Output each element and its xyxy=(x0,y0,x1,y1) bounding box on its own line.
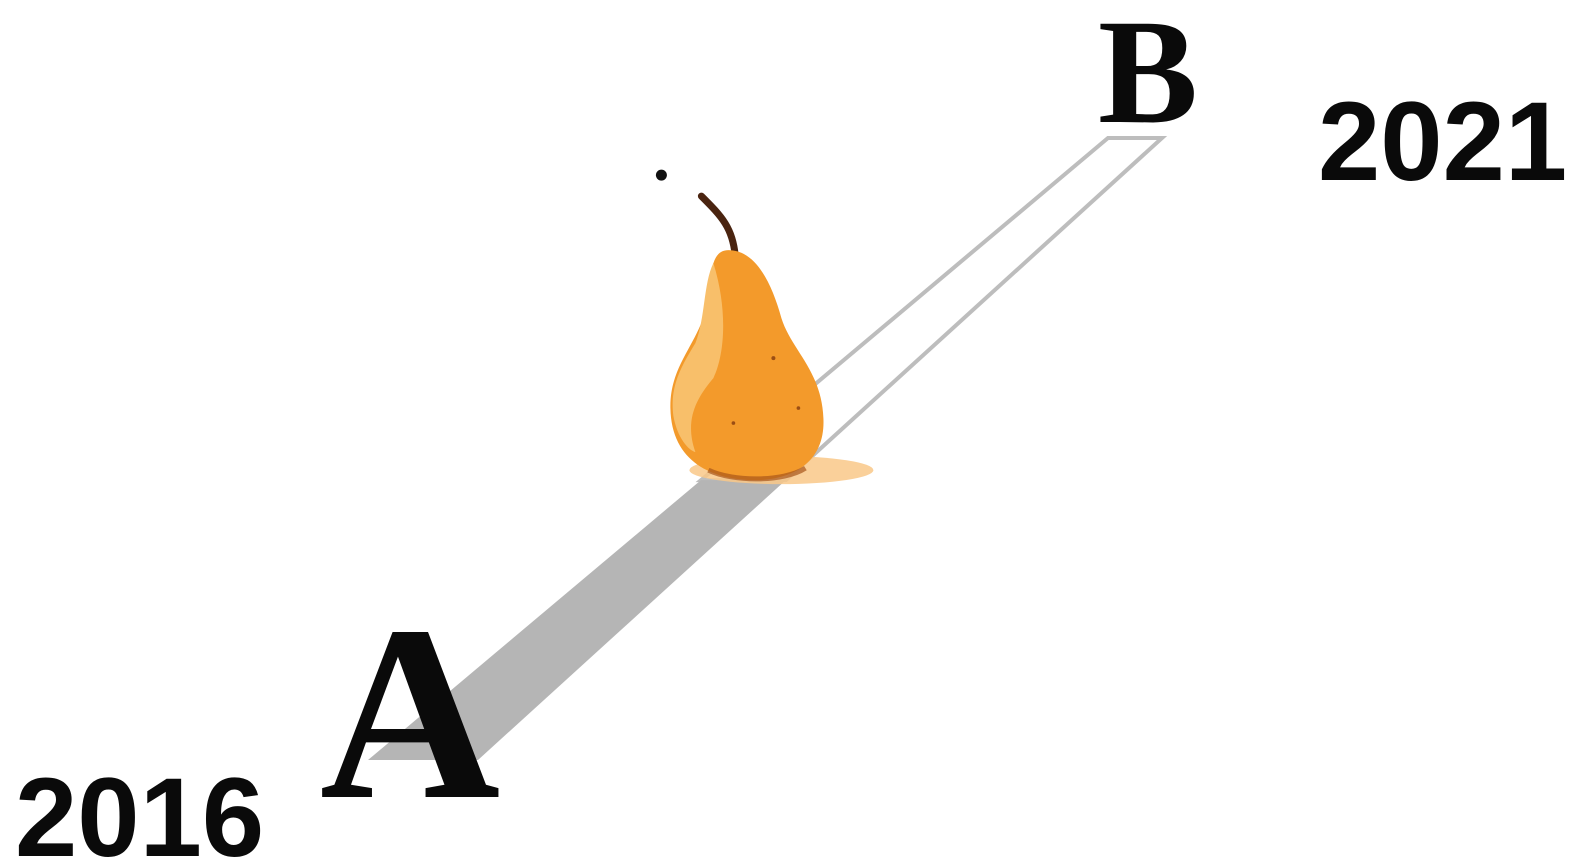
pear-icon xyxy=(656,170,874,485)
start-year-label: 2016 xyxy=(15,755,264,866)
end-point-label: B xyxy=(1098,0,1198,155)
end-year-label: 2021 xyxy=(1318,79,1567,204)
start-point-label: A xyxy=(320,575,501,852)
